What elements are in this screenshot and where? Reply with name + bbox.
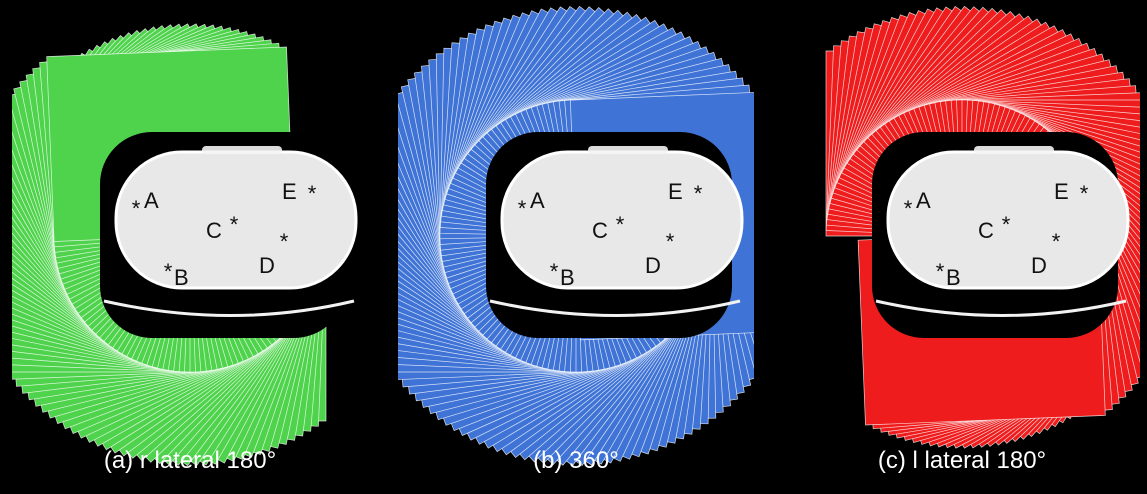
panel-r-lateral-180: *A*B*C*D*E (a) r lateral 180° <box>12 0 368 494</box>
panel-b-image: *A*B*C*D*E <box>398 0 754 494</box>
couch-surface <box>875 299 1127 317</box>
point-marker-icon: * <box>132 196 141 221</box>
caption-c: (c) l lateral 180° <box>877 447 1047 474</box>
point-marker-icon: * <box>616 212 625 237</box>
point-c: *C <box>592 212 625 243</box>
point-marker-icon: * <box>518 196 527 221</box>
point-marker-icon: * <box>666 229 675 254</box>
point-label: D <box>259 253 275 278</box>
point-marker-icon: * <box>904 196 913 221</box>
point-b: *B <box>936 259 961 290</box>
beam-fan <box>12 23 327 467</box>
point-marker-icon: * <box>936 259 945 284</box>
point-label: A <box>916 188 931 213</box>
point-d: *D <box>645 229 675 278</box>
point-marker-icon: * <box>230 212 239 237</box>
point-label: D <box>1031 253 1047 278</box>
point-marker-icon: * <box>164 259 173 284</box>
point-d: *D <box>259 229 289 278</box>
point-label: A <box>530 188 545 213</box>
caption-b: (b) 360° <box>533 447 619 474</box>
point-c: *C <box>978 212 1011 243</box>
point-marker-icon: * <box>280 229 289 254</box>
point-label: C <box>206 218 222 243</box>
point-label: E <box>1054 179 1069 204</box>
point-marker-icon: * <box>694 181 703 206</box>
point-e: *E <box>668 179 703 206</box>
point-label: A <box>144 188 159 213</box>
point-marker-icon: * <box>1052 229 1061 254</box>
point-label: B <box>946 265 961 290</box>
phantom-highlight <box>974 146 1054 154</box>
point-marker-icon: * <box>1080 181 1089 206</box>
point-d: *D <box>1031 229 1061 278</box>
point-marker-icon: * <box>308 181 317 206</box>
caption-a: (a) r lateral 180° <box>103 447 277 474</box>
point-label: D <box>645 253 661 278</box>
couch-surface <box>103 299 355 317</box>
point-label: B <box>560 265 575 290</box>
panel-l-lateral-180: *A*B*C*D*E (c) l lateral 180° <box>784 0 1140 494</box>
point-e: *E <box>282 179 317 206</box>
panel-360: *A*B*C*D*E (b) 360° <box>398 0 754 494</box>
phantom-highlight <box>202 146 282 154</box>
panel-c-image: *A*B*C*D*E <box>784 0 1140 494</box>
point-c: *C <box>206 212 239 243</box>
point-marker-icon: * <box>1002 212 1011 237</box>
point-e: *E <box>1054 179 1089 206</box>
phantom-highlight <box>588 146 668 154</box>
point-label: B <box>174 265 189 290</box>
point-label: E <box>282 179 297 204</box>
point-b: *B <box>550 259 575 290</box>
point-a: *A <box>518 188 545 221</box>
point-b: *B <box>164 259 189 290</box>
panel-a-image: *A*B*C*D*E <box>12 0 368 494</box>
point-marker-icon: * <box>550 259 559 284</box>
couch-surface <box>489 299 741 317</box>
point-label: C <box>978 218 994 243</box>
point-a: *A <box>132 188 159 221</box>
point-label: C <box>592 218 608 243</box>
point-label: E <box>668 179 683 204</box>
point-a: *A <box>904 188 931 221</box>
